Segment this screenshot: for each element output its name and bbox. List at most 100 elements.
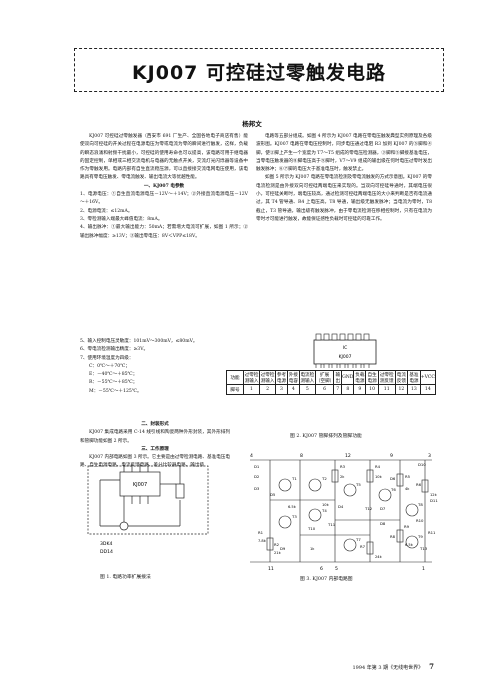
page-footer: 1994 年第 3 期《无线电世界》7 xyxy=(352,662,434,671)
figure-3-caption: 图 3. KJ007 内部电路图 xyxy=(300,577,353,582)
figure-2-caption: 图 2. KJ007 管脚排列及管脚功能 xyxy=(290,434,362,439)
principle-paragraph: 如图 5 所示为 KJ007 电路在零电流检测及零电流触发的方式示意图。KJ00… xyxy=(256,175,432,222)
pin-function: 过零检测输入 xyxy=(259,370,277,385)
pin-function: 基准电源 xyxy=(407,370,421,385)
component-value: 12k xyxy=(430,493,438,497)
pin-number: 11 xyxy=(377,384,396,395)
component-label: R10 xyxy=(416,518,424,523)
param-item: 3、零检测输入端最大峰值电流：8mA。 xyxy=(80,216,163,222)
title-frame: KJ007 可控硅过零触发电路 xyxy=(74,48,444,92)
pin-number-row: 脚号 1 2 3 4 5 6 7 8 9 10 11 12 13 14 xyxy=(226,384,437,395)
component-label: D4 xyxy=(338,504,344,509)
pin-label: 6 xyxy=(320,566,323,572)
param-item: R：－55℃～＋85℃； xyxy=(89,380,138,386)
param-item: 4、输出脉冲：①最大输出能力：50mA；若需增大电流可扩展，如图 1 所示；②输… xyxy=(80,225,248,239)
pin-number: 6 xyxy=(314,384,335,395)
pin-number: 1 xyxy=(242,384,261,395)
component-label: R7 xyxy=(360,544,366,549)
component-value: 6.5k xyxy=(405,543,414,547)
pin-label: 1 xyxy=(422,566,425,572)
param-item: 2、电源电流：≤12mA。 xyxy=(80,208,133,214)
left-column: KJ007 可控硅过零触发器（西安市 691 厂生产、全国各地电子商店有售）能使… xyxy=(80,133,248,241)
component-label: T3 xyxy=(291,514,297,519)
pin-function: GND xyxy=(341,370,355,385)
pin-number: 12 xyxy=(394,384,409,395)
param-item: C：0℃～＋70℃； xyxy=(89,363,130,369)
pin-function: 电流反馈 xyxy=(394,370,409,385)
pin-number: 14 xyxy=(419,384,437,395)
component-label: R6 xyxy=(416,482,422,487)
pin-function: +VCC xyxy=(419,370,437,385)
pin-row-label: 脚号 xyxy=(226,384,244,395)
component-label: D1 xyxy=(254,464,260,469)
component-label: T9 xyxy=(417,534,423,539)
pin-label: 11 xyxy=(268,566,274,572)
component-label: D9 xyxy=(280,546,286,551)
component-label: R3 xyxy=(340,464,346,469)
component-label: T11 xyxy=(327,522,336,527)
component-label: T6 xyxy=(390,487,396,492)
figure-1: KJ007 3DK4 DD14 xyxy=(80,460,230,570)
component-label: D8 xyxy=(380,521,386,526)
pin-label: 5 xyxy=(335,566,338,572)
component-label: D10 xyxy=(418,462,426,467)
component-label: D6 xyxy=(390,476,396,481)
component-label: R4 xyxy=(375,464,381,469)
component-label: D11 xyxy=(430,498,438,503)
principle-paragraph: 电路等五部分组成。如图 4 所示为 KJ007 电路在零电压触发典型实例原理及各… xyxy=(256,134,432,173)
param-item: 5、输入控制电压灵敏度：101mV～300mV，≤80mV。 xyxy=(80,339,198,344)
component-value: 1k xyxy=(310,547,315,551)
pin-function: 过零检测输入 xyxy=(242,370,261,385)
pin-label: 4 xyxy=(250,453,253,459)
component-label: R11 xyxy=(428,530,436,535)
component-value: 7.8k xyxy=(258,539,267,543)
left-column-params: 5、输入控制电压灵敏度：101mV～300mV，≤80mV。 6、零电流检测输出… xyxy=(80,338,240,396)
pin-function: 自生电源 xyxy=(365,370,379,385)
pin-number: 4 xyxy=(286,384,300,395)
pin-function: 输出 xyxy=(333,370,343,385)
component-label: D7 xyxy=(380,506,386,511)
pin-function: 扩展（空脚） xyxy=(314,370,335,385)
section-heading-parameters: 一、KJ007 电参数 xyxy=(143,183,185,189)
param-item: 6、零电流检测输出精度：≥3V。 xyxy=(80,347,149,353)
pin-function-table: 功能 过零检测输入 过零检测输入 参考电源 外接电容 电流检测输入 扩展（空脚）… xyxy=(226,370,437,395)
pin-label: 12 xyxy=(345,453,351,459)
pin-function: 负载电源 xyxy=(353,370,367,385)
section-heading-principle: 三、工作原理 xyxy=(141,446,169,452)
param-item: 1、电源电压：①自生直流电源电压－12V～＋14V；②外接直流电源电压－12V～… xyxy=(80,192,248,206)
component-value: 10k xyxy=(322,503,330,507)
pin-label: 9 xyxy=(390,453,393,459)
figure-1-caption: 图 1. 电路功率扩展接法 xyxy=(100,575,151,580)
pin-number: 7 xyxy=(333,384,343,395)
package-paragraph: KJ007 集成电路采用 C-14 线引线和陶瓷两种外形封装，其外形排列和管脚功… xyxy=(80,430,230,444)
section-heading-package: 二、封装形式 xyxy=(141,422,169,427)
component-label: D2 xyxy=(254,474,260,479)
chip-label: KJ007 xyxy=(339,354,352,360)
figure-2: IC KJ007 功能 过零检测输入 过零检测输入 参考电源 外接电容 电流检测… xyxy=(226,328,437,423)
component-value: 6.5k xyxy=(288,505,297,509)
pin-label: 8 xyxy=(300,453,303,459)
pin-number: 10 xyxy=(365,384,379,395)
pin-number: 5 xyxy=(298,384,316,395)
component-label: R9 xyxy=(404,524,410,529)
pin-label: 3 xyxy=(428,453,431,459)
chip-label: KJ007 xyxy=(133,482,147,488)
component-value: 4k xyxy=(405,487,410,491)
param-item: 7、使用环境温度为四级： xyxy=(80,355,134,361)
component-label: R1 xyxy=(258,530,264,535)
component-value: 24k xyxy=(375,555,383,559)
function-row: 功能 过零检测输入 过零检测输入 参考电源 外接电容 电流检测输入 扩展（空脚）… xyxy=(226,370,437,385)
component-label: T1 xyxy=(291,476,297,481)
article-title: KJ007 可控硅过零触发电路 xyxy=(131,62,387,84)
right-column: 电路等五部分组成。如图 4 所示为 KJ007 电路在零电压触发典型实例原理及各… xyxy=(256,133,432,224)
ic-package-drawing: IC KJ007 xyxy=(313,333,377,368)
issue-label: 1994 年第 3 期《无线电世界》 xyxy=(352,665,424,671)
pin-number: 13 xyxy=(407,384,421,395)
internal-circuit-drawing: 4 8 12 9 3 11 6 5 1 D1D2D3D4D5D6D7D8D9D1… xyxy=(250,453,438,572)
pin-number: 2 xyxy=(259,384,277,395)
component-label: D5 xyxy=(270,492,276,497)
param-item: M：－55℃～＋125℃。 xyxy=(89,388,142,394)
pin-number: 9 xyxy=(353,384,367,395)
ic-label: IC xyxy=(343,345,347,351)
